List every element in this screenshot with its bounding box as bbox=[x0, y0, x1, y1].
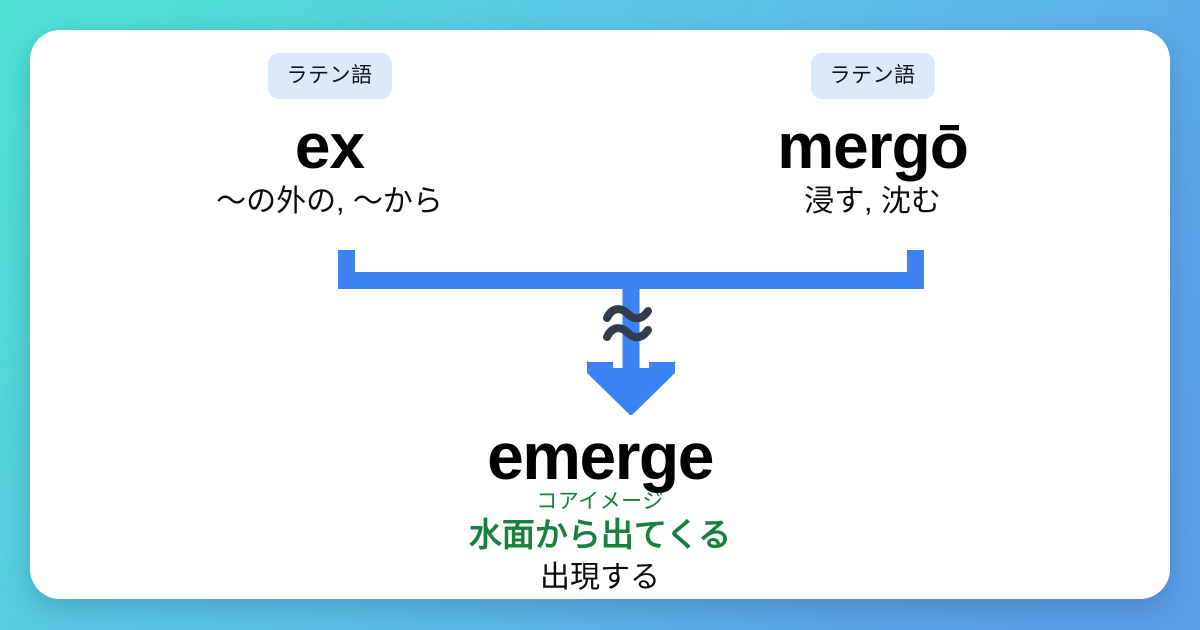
result-gloss: 出現する bbox=[540, 560, 660, 594]
result-word: emerge bbox=[487, 419, 714, 493]
parent-etymon-row: ラテン語 ex 〜の外の, 〜から ラテン語 mergō 浸す, 沈む bbox=[30, 53, 1170, 220]
etymology-card: ラテン語 ex 〜の外の, 〜から ラテン語 mergō 浸す, 沈む bbox=[30, 30, 1170, 599]
etymon-gloss-right: 浸す, 沈む bbox=[804, 185, 941, 219]
etymon-gloss-left: 〜の外の, 〜から bbox=[216, 185, 443, 219]
core-image-label: コアイメージ bbox=[536, 490, 664, 514]
arrow-head bbox=[586, 362, 676, 413]
etymon-word-right: mergō bbox=[777, 110, 969, 182]
parent-etymon-ex: ラテン語 ex 〜の外の, 〜から bbox=[58, 53, 601, 220]
bracket-left-stub bbox=[338, 250, 355, 289]
bracket-horizontal-bar bbox=[338, 272, 924, 289]
approximately-equal-icon bbox=[602, 302, 660, 352]
bracket-right-stub bbox=[907, 250, 924, 289]
core-image-text: 水面から出てくる bbox=[468, 516, 732, 554]
result-word-block: emerge コアイメージ 水面から出てくる 出現する bbox=[30, 419, 1170, 597]
etymon-word-left: ex bbox=[294, 110, 365, 182]
language-badge-right: ラテン語 bbox=[810, 53, 935, 99]
language-badge-left: ラテン語 bbox=[267, 53, 392, 99]
arrow-head-wings bbox=[587, 361, 675, 415]
parent-etymon-mergo: ラテン語 mergō 浸す, 沈む bbox=[601, 53, 1144, 220]
